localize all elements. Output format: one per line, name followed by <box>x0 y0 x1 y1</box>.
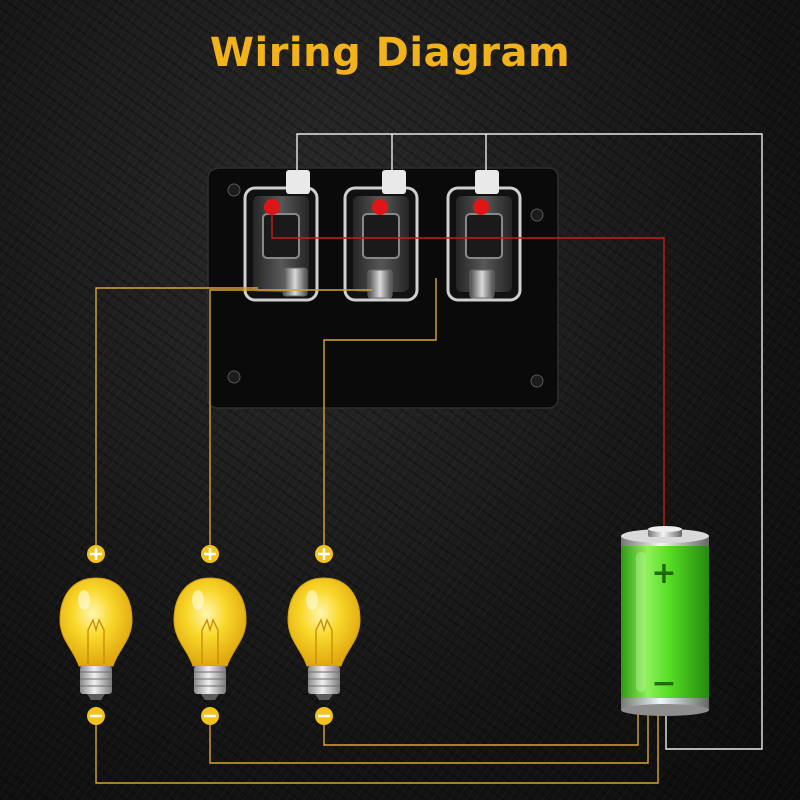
signal-terminal <box>382 170 406 194</box>
rocker-switch-3[interactable] <box>446 170 522 302</box>
load-wire <box>95 278 437 547</box>
signal-terminal <box>475 170 499 194</box>
load-terminal <box>282 267 308 297</box>
mount-hole <box>530 208 544 222</box>
mount-hole <box>530 374 544 388</box>
indicator-led <box>473 199 489 215</box>
load-terminal <box>367 269 393 299</box>
light-bulb-1 <box>59 577 133 700</box>
mount-hole <box>227 370 241 384</box>
signal-terminal <box>286 170 310 194</box>
load-terminal <box>469 269 495 299</box>
battery-negative-label: − <box>651 666 676 701</box>
rocker-switch-2[interactable] <box>343 170 419 302</box>
mount-hole <box>227 183 241 197</box>
indicator-led <box>372 199 388 215</box>
power-wire <box>271 207 665 530</box>
bulb-terminal-markers <box>87 545 333 725</box>
ground-wire <box>95 712 659 784</box>
rocker-switch-1[interactable] <box>243 170 319 302</box>
diagram-title: Wiring Diagram <box>209 30 571 76</box>
light-bulb-2 <box>173 577 247 700</box>
light-bulb-3 <box>287 577 361 700</box>
signal-wire <box>296 133 763 750</box>
battery-positive-label: + <box>651 556 676 591</box>
battery: + − <box>621 526 709 716</box>
